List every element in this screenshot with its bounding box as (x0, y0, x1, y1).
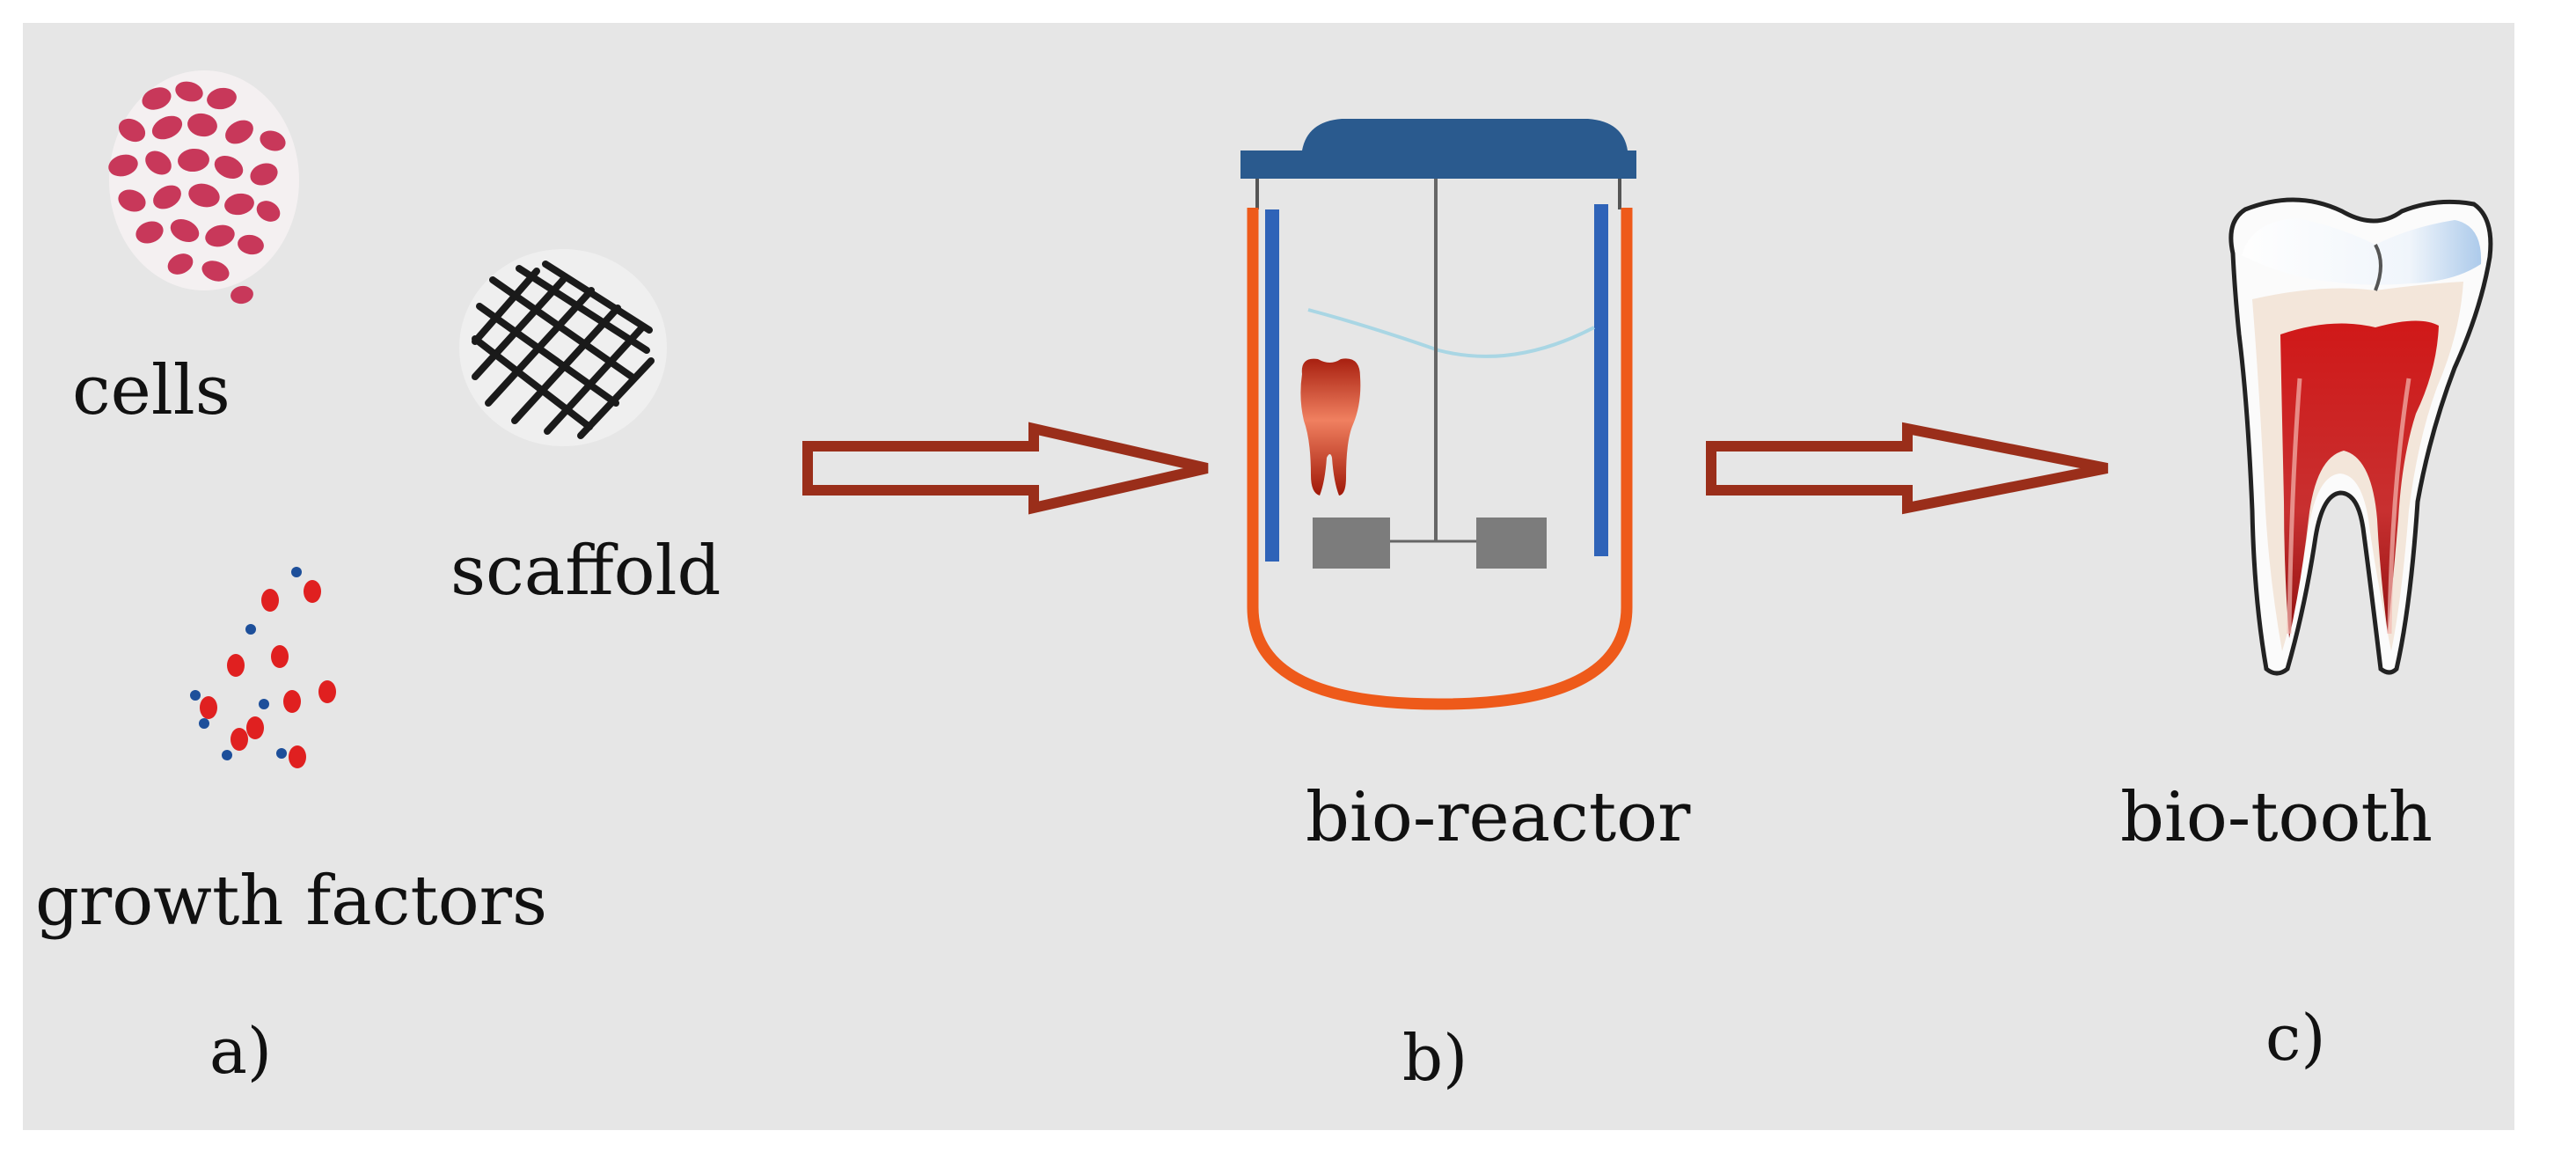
label-scaffold: scaffold (450, 532, 721, 611)
scaffold-mesh-icon (459, 249, 667, 446)
growth-factors-icon (190, 567, 336, 768)
panel-label-a: a) (209, 1014, 273, 1088)
panel-label-c: c) (2265, 1001, 2326, 1075)
tooth-in-reactor-icon (1300, 358, 1361, 496)
cells-cluster-icon (108, 70, 299, 305)
diagram-background (23, 23, 2514, 1130)
panel-label-b: b) (1402, 1021, 1468, 1095)
label-bio-tooth: bio-tooth (2120, 778, 2433, 857)
arrow-to-biotooth (1706, 422, 2109, 515)
bio-tooth-icon (2228, 197, 2493, 676)
label-cells: cells (72, 351, 231, 430)
label-growth-factors: growth factors (35, 862, 547, 941)
label-bio-reactor: bio-reactor (1306, 778, 1691, 857)
bioreactor-icon (1240, 119, 1636, 710)
arrow-to-bioreactor (802, 422, 1209, 515)
